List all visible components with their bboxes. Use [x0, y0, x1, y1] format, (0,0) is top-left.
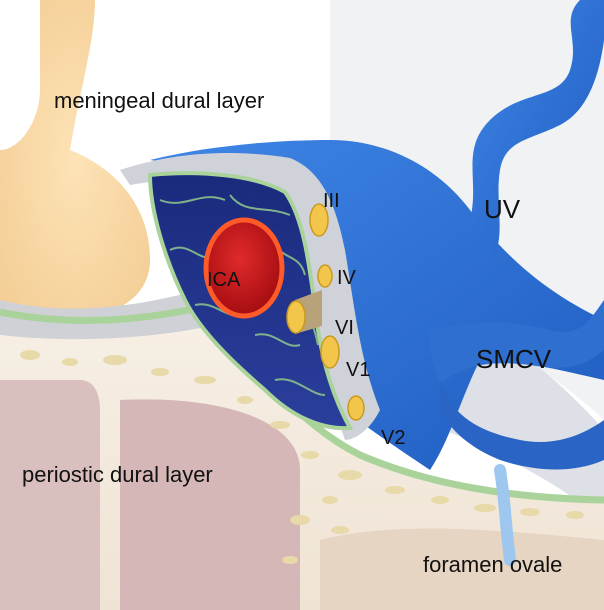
label-nerve-iv: IV: [337, 267, 357, 289]
nerve-v2: [348, 396, 364, 420]
label-nerve-v1: V1: [346, 359, 370, 381]
label-nerve-v2: V2: [381, 427, 405, 449]
sinus-cavity-1: [0, 380, 100, 610]
nerve-v1: [321, 336, 339, 368]
label-nerve-iii: III: [323, 190, 340, 212]
ica-artery: [206, 220, 282, 316]
sinus-cavity-2: [120, 399, 300, 610]
label-uv: UV: [484, 194, 521, 224]
label-periostic-dural-layer: periostic dural layer: [22, 462, 213, 487]
label-smcv: SMCV: [476, 344, 552, 374]
nerve-iv: [318, 265, 332, 287]
label-foramen-ovale: foramen ovale: [423, 552, 562, 577]
label-ica: ICA: [207, 269, 241, 291]
nerve-vi: [287, 301, 305, 333]
label-nerve-vi: VI: [335, 317, 354, 339]
label-meningeal-dural-layer: meningeal dural layer: [54, 88, 264, 113]
